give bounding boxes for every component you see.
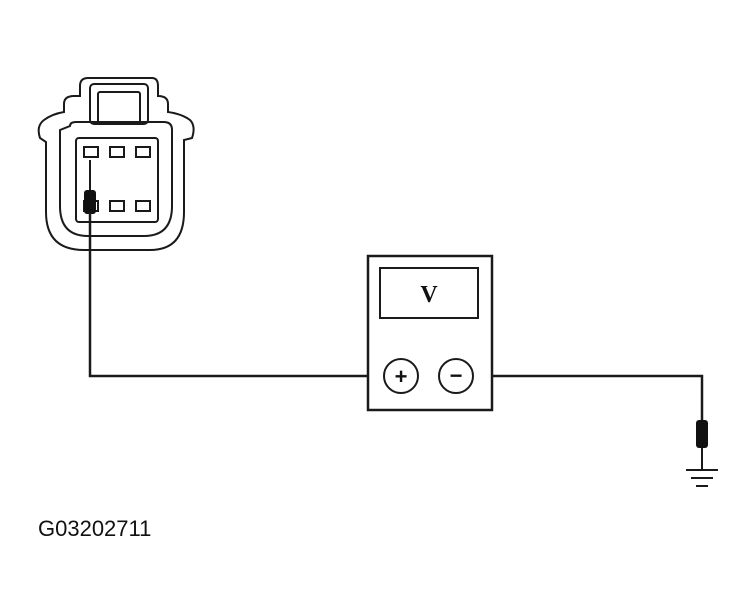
positive-lead-wire [88,212,384,378]
connector-pin [135,146,151,158]
connector-pin [83,146,99,158]
electrical-connector [37,77,195,251]
connector-pin [109,200,125,212]
connector-inner-shell [59,121,173,237]
voltmeter: V + − [366,254,494,412]
figure-id-label: G03202711 [38,516,152,541]
connector-pin [109,146,125,158]
negative-terminal-label: − [450,363,463,388]
ground-symbol-icon [686,469,718,487]
negative-lead-wire [474,374,704,420]
connector-pin [135,200,151,212]
positive-terminal [383,358,419,394]
pin-cavity-frame [75,137,159,223]
ground-probe [696,420,708,470]
positive-terminal-label: + [395,364,408,389]
backprobe-positive [84,160,96,214]
connector-outer-shell [37,77,195,251]
connector-latch-inner [97,91,141,125]
negative-terminal [438,358,474,394]
voltmeter-display [379,267,479,319]
voltmeter-display-label: V [420,282,438,308]
test-leads [88,212,704,420]
